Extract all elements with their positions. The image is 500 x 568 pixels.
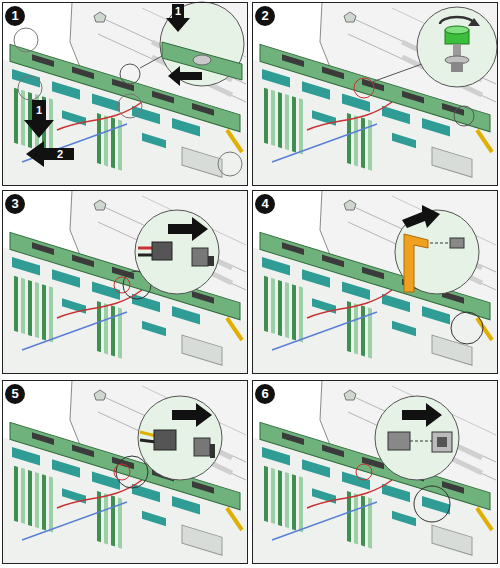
step-number: 2: [255, 6, 275, 26]
rotate-arrow: [440, 17, 474, 24]
step-panel: 5: [2, 380, 248, 564]
step-panel: 3: [2, 190, 248, 374]
slide-arrow: [168, 66, 202, 86]
cable-plug: [154, 430, 176, 450]
detail-circle: [218, 152, 242, 176]
detail-circle: [454, 106, 474, 126]
pull-arrow: [402, 403, 442, 427]
step-number: 4: [255, 194, 275, 214]
detail-circle: [354, 78, 374, 98]
pull-arrow: [172, 403, 212, 427]
step-panel: 6: [252, 380, 498, 564]
receptacle-slot: [437, 437, 447, 447]
step-six-art: [252, 380, 498, 568]
step-number: 3: [5, 194, 25, 214]
step-five-art: [2, 380, 248, 568]
detail-circle: [14, 28, 38, 52]
data-plug: [388, 432, 410, 450]
server-chassis: [252, 380, 498, 568]
step-panel: 2: [252, 2, 498, 186]
step-number: 5: [5, 384, 25, 404]
step-panel: 1: [2, 2, 248, 186]
power-plug: [152, 242, 172, 260]
data-receptacle: [432, 432, 452, 452]
leader-line: [372, 64, 422, 82]
step-number: 1: [5, 6, 25, 26]
pull-arrow: [168, 217, 208, 241]
step-number: 6: [255, 384, 275, 404]
detail-circle: [120, 64, 140, 84]
detail-circle: [114, 464, 130, 480]
zoom-inset: [375, 396, 459, 480]
guide-line: [430, 243, 449, 244]
receptacle-pins: [210, 444, 215, 458]
leader-line: [140, 56, 162, 68]
detail-circle: [114, 277, 130, 293]
zoom-inset: [135, 210, 219, 294]
lift-arrow: [24, 100, 54, 138]
step-arrow-number: 1: [32, 104, 46, 116]
detail-circle: [18, 76, 42, 100]
detail-circle: [118, 94, 142, 118]
detail-circle: [414, 486, 450, 522]
flex-cable: [404, 234, 428, 292]
screw-thread: [451, 62, 463, 72]
thumbscrew-top: [445, 26, 469, 34]
power-receptacle: [192, 248, 208, 266]
receptacle-pins: [208, 256, 214, 266]
flex-connector: [450, 238, 464, 248]
lift-arrow: [166, 4, 190, 32]
slide-arrow: [26, 141, 74, 167]
step-arrow-number: 1: [171, 5, 185, 17]
detail-circle: [356, 464, 372, 480]
zoom-inset: [417, 7, 497, 87]
detail-circle: [451, 312, 483, 344]
cable-receptacle: [194, 438, 210, 456]
rotate-arrow-head: [468, 18, 480, 26]
pull-arrow: [402, 205, 440, 228]
server-chassis: [2, 380, 248, 568]
guide-line: [410, 441, 432, 442]
standoff: [193, 55, 211, 65]
step-panel: 4: [252, 190, 498, 374]
zoom-inset: [160, 2, 244, 86]
step-arrow-number: 2: [53, 148, 67, 160]
detail-circle: [116, 456, 148, 488]
zoom-inset: [138, 396, 222, 480]
